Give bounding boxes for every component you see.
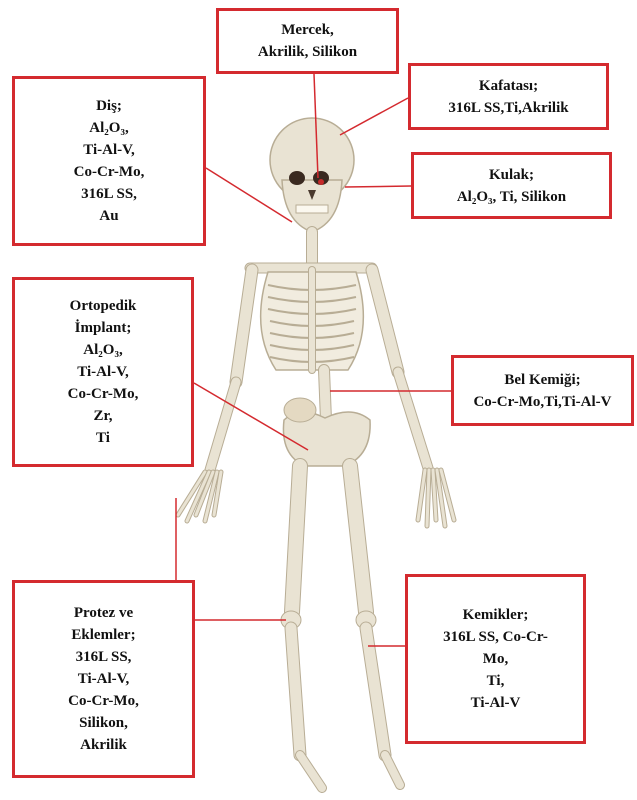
label-bel-line: Bel Kemiği;: [504, 369, 580, 391]
teeth: [296, 205, 328, 213]
label-protez-line: Silikon,: [79, 712, 128, 734]
label-kemikler-line: Kemikler;: [463, 604, 529, 626]
label-bel-line: Co-Cr-Mo,Ti,Ti-Al-V: [473, 391, 611, 413]
label-dis-line: Diş;: [96, 95, 122, 117]
left-femur: [292, 466, 300, 612]
label-dis-line: Au: [99, 205, 118, 227]
lumbar-spine: [324, 370, 326, 420]
label-ortopedik-line: Ti: [96, 427, 110, 449]
label-protez-line: Ti-Al-V,: [78, 668, 130, 690]
eye-socket-left: [289, 171, 305, 185]
label-kulak-line: Kulak;: [489, 164, 534, 186]
label-mercek-line: Akrilik, Silikon: [258, 41, 357, 63]
label-kemikler-line: Mo,: [483, 648, 508, 670]
label-kemikler-line: 316L SS, Co-Cr-: [443, 626, 548, 648]
label-ortopedik-line: Ti-Al-V,: [77, 361, 129, 383]
label-protez: Protez ve Eklemler; 316L SS, Ti-Al-V, Co…: [12, 580, 195, 778]
label-kulak-line: Al₂O₃, Ti, Silikon: [457, 186, 566, 208]
label-protez-line: 316L SS,: [76, 646, 132, 668]
label-dis-line: 316L SS,: [81, 183, 137, 205]
label-ortopedik-line: Ortopedik: [70, 295, 137, 317]
right-tibia: [366, 628, 385, 755]
leader-kafatasi: [340, 98, 408, 135]
label-ortopedik-line: Zr,: [93, 405, 112, 427]
label-protez-line: Protez ve: [74, 602, 133, 624]
leader-kulak: [345, 186, 411, 187]
label-kulak: Kulak; Al₂O₃, Ti, Silikon: [411, 152, 612, 219]
right-finger: [427, 470, 429, 526]
label-mercek: Mercek, Akrilik, Silikon: [216, 8, 399, 74]
label-protez-line: Akrilik: [80, 734, 127, 756]
label-dis: Diş; Al₂O₃, Ti-Al-V, Co-Cr-Mo, 316L SS, …: [12, 76, 206, 246]
right-humerus: [372, 270, 398, 372]
label-dis-line: Ti-Al-V,: [83, 139, 135, 161]
label-ortopedik-line: İmplant;: [75, 317, 132, 339]
label-bel-kemigi: Bel Kemiği; Co-Cr-Mo,Ti,Ti-Al-V: [451, 355, 634, 426]
label-ortopedik-line: Al₂O₃,: [83, 339, 122, 361]
label-kemikler: Kemikler; 316L SS, Co-Cr- Mo, Ti, Ti-Al-…: [405, 574, 586, 744]
label-ortopedik-line: Co-Cr-Mo,: [68, 383, 139, 405]
label-mercek-line: Mercek,: [281, 19, 334, 41]
label-kafatasi: Kafatası; 316L SS,Ti,Akrilik: [408, 63, 609, 130]
label-kemikler-line: Ti,: [487, 670, 505, 692]
label-protez-line: Co-Cr-Mo,: [68, 690, 139, 712]
label-kemikler-line: Ti-Al-V: [471, 692, 521, 714]
label-dis-line: Co-Cr-Mo,: [74, 161, 145, 183]
label-ortopedik: Ortopedik İmplant; Al₂O₃, Ti-Al-V, Co-Cr…: [12, 277, 194, 467]
hip-joint: [284, 398, 316, 422]
label-kafatasi-line: 316L SS,Ti,Akrilik: [448, 97, 568, 119]
label-kafatasi-line: Kafatası;: [479, 75, 538, 97]
lens-marker: [318, 179, 324, 185]
right-forearm: [398, 372, 428, 468]
right-femur: [350, 466, 366, 612]
label-protez-line: Eklemler;: [71, 624, 135, 646]
left-foot: [300, 755, 322, 788]
label-dis-line: Al₂O₃,: [89, 117, 128, 139]
